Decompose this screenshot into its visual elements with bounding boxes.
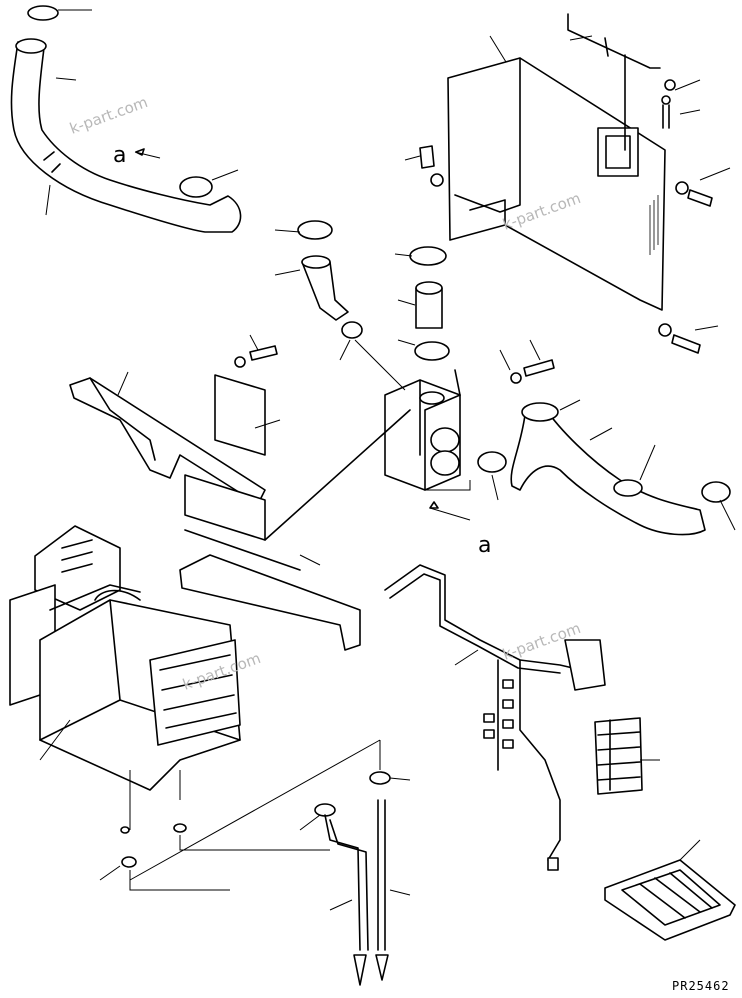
drain-tubes [129, 739, 411, 986]
view-label-a: a [478, 533, 491, 558]
right-hose [510, 399, 736, 536]
watermark: k-part.com [67, 93, 150, 138]
drawing-code: PR25462 [672, 979, 730, 993]
view-a-arrow-head [429, 501, 439, 509]
hvac-unit [9, 525, 330, 891]
duct-cover [404, 13, 731, 354]
wiring-harness [384, 564, 660, 871]
view-label-a: a [113, 143, 126, 168]
filter-panel [604, 839, 736, 941]
view-a-arrow [429, 507, 471, 521]
upper-left-hose [10, 5, 242, 233]
mounting-brackets [69, 371, 411, 651]
junction-block [354, 339, 507, 501]
small-hose-parts [234, 220, 555, 384]
